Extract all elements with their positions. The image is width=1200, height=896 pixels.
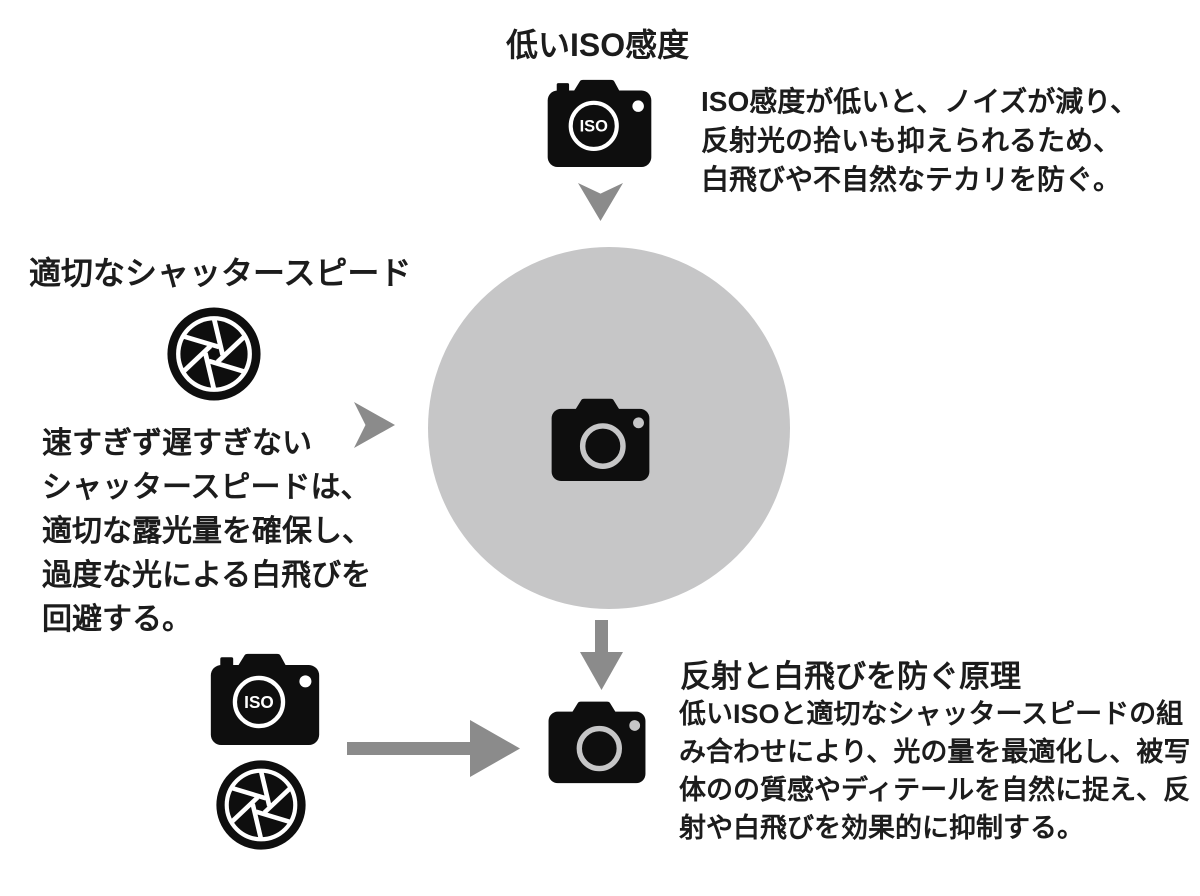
- text-line: 体のの質感やディテールを自然に捉え、反: [679, 775, 1191, 805]
- camera-icon: [548, 701, 646, 784]
- arrow-right-head-icon: [470, 720, 520, 777]
- aperture-icon: [167, 307, 261, 401]
- text-line: 速すぎず遅すぎない: [42, 427, 312, 460]
- iso-label: ISO: [244, 692, 274, 712]
- text-line: 白飛びや不自然なテカリを防ぐ。: [701, 164, 1122, 195]
- text-line: 低いISOと適切なシャッタースピードの組: [679, 699, 1184, 729]
- left-section-title: 適切なシャッタースピード: [29, 255, 412, 291]
- arrow-right-stem: [347, 742, 473, 755]
- bottom-section-description: 低いISOと適切なシャッタースピードの組 み合わせにより、光の量を最適化し、被写…: [679, 695, 1190, 847]
- camera-icon: [551, 398, 650, 481]
- camera-iso-icon: ISO: [547, 79, 652, 167]
- camera-iso-icon: ISO: [210, 653, 320, 745]
- text-line: ISO感度が低いと、ノイズが減り、: [701, 86, 1139, 117]
- text-line: 回避する。: [42, 603, 192, 636]
- text-line: 過度な光による白飛びを: [42, 559, 372, 592]
- text-line: シャッタースピードは、: [42, 471, 371, 504]
- iso-label: ISO: [580, 118, 609, 136]
- text-line: 適切な露光量を確保し、: [42, 515, 372, 548]
- text-line: 反射光の拾いも抑えられるため、: [701, 125, 1122, 156]
- top-section-title: 低いISO感度: [506, 27, 690, 63]
- arrow-down-head-icon: [580, 652, 623, 690]
- text-line: 射や白飛びを効果的に抑制する。: [679, 813, 1084, 843]
- arrow-down-icon: [578, 183, 623, 221]
- arrow-down-stem: [595, 620, 608, 655]
- top-section-description: ISO感度が低いと、ノイズが減り、 反射光の拾いも抑えられるため、 白飛びや不自…: [701, 82, 1138, 199]
- aperture-icon: [216, 760, 306, 850]
- text-line: み合わせにより、光の量を最適化し、被写: [679, 737, 1191, 767]
- left-section-description: 速すぎず遅すぎない シャッタースピードは、 適切な露光量を確保し、 過度な光によ…: [42, 422, 372, 642]
- bottom-section-title: 反射と白飛びを防ぐ原理: [680, 659, 1021, 694]
